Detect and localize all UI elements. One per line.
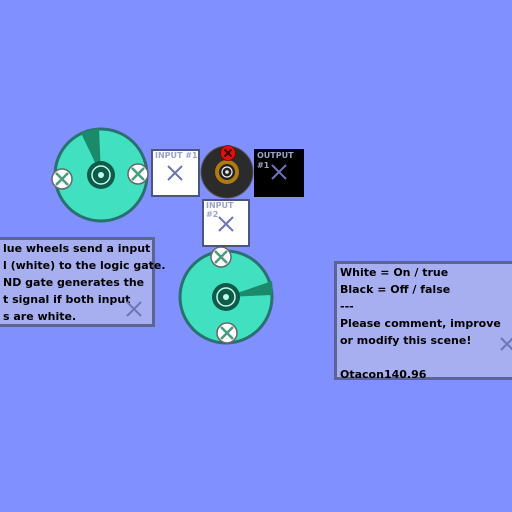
axle-knob-right[interactable] — [127, 163, 149, 185]
input-2-label: INPUT #2 — [206, 201, 234, 219]
note-right-line: White = On / true — [340, 266, 449, 279]
close-icon[interactable] — [125, 300, 143, 318]
input-2-box[interactable]: INPUT #2 — [202, 199, 250, 247]
close-icon[interactable] — [499, 336, 512, 352]
input-1-label: INPUT #1 — [155, 151, 198, 160]
close-icon[interactable] — [270, 163, 288, 181]
output-1-box[interactable]: OUTPUT #1 — [254, 149, 304, 197]
note-left-line: ND gate generates the — [3, 276, 145, 289]
note-right[interactable]: White = On / true Black = Off / false --… — [334, 261, 512, 381]
note-right-line: Otacon140.96 — [340, 368, 427, 381]
note-left-line: lue wheels send a input — [3, 242, 151, 255]
note-left-line: l (white) to the logic gate. — [3, 259, 166, 272]
axle-knob-left[interactable] — [51, 168, 73, 190]
note-left[interactable]: lue wheels send a input l (white) to the… — [0, 237, 166, 327]
note-right-line: or modify this scene! — [340, 334, 472, 347]
red-x-icon[interactable] — [220, 145, 236, 161]
and-gate[interactable] — [200, 145, 254, 199]
input-1-box[interactable]: INPUT #1 — [151, 149, 200, 197]
note-left-line: t signal if both input — [3, 293, 131, 306]
axle-knob-bottom[interactable] — [216, 322, 238, 344]
close-icon[interactable] — [217, 215, 235, 233]
axle-knob-top[interactable] — [210, 246, 232, 268]
output-1-label: OUTPUT #1 — [257, 151, 294, 170]
note-left-line: s are white. — [3, 310, 77, 323]
note-right-line — [340, 349, 512, 366]
note-right-line: --- — [340, 300, 354, 313]
note-right-line: Black = Off / false — [340, 283, 451, 296]
close-icon[interactable] — [166, 164, 184, 182]
note-right-line: Please comment, improve — [340, 317, 501, 330]
